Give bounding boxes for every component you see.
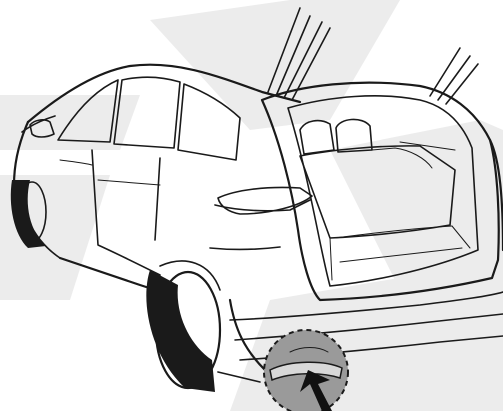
callout-magnifier — [264, 330, 348, 411]
rear-wheel — [146, 261, 220, 392]
